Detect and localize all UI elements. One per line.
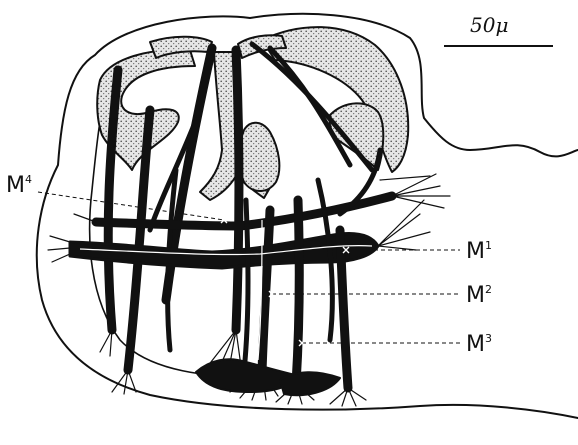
scale-bar-unit: μ <box>495 13 508 37</box>
scale-bar: 50μ <box>444 13 553 46</box>
label-m2: M2 <box>466 283 492 308</box>
right-hook-sclerite <box>329 103 383 170</box>
scale-bar-label: 50μ <box>470 13 508 37</box>
label-m3: M3 <box>466 332 492 357</box>
scale-bar-value: 50 <box>470 13 496 37</box>
pharynx-bulb <box>239 123 280 191</box>
label-m1: M1 <box>466 239 492 264</box>
label-m4-left: M4 <box>6 173 32 198</box>
